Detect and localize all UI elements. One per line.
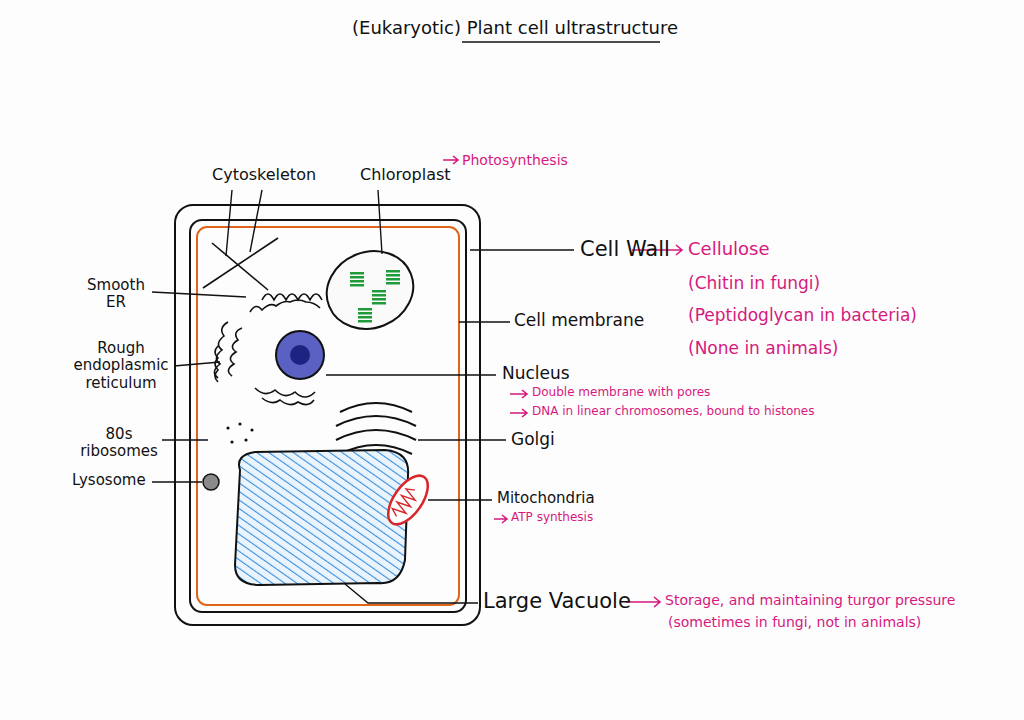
function-note: (sometimes in fungi, not in animals) (668, 614, 921, 630)
nucleus (276, 331, 324, 379)
cell-membrane (197, 227, 459, 605)
mitochondrion (380, 469, 435, 531)
part-label: Nucleus (502, 364, 570, 384)
function-note: Photosynthesis (462, 152, 568, 168)
chloroplast (315, 238, 425, 341)
part-label: Mitochondria (497, 490, 595, 507)
vacuole-hatching (230, 445, 415, 590)
part-label: 80s ribosomes (76, 426, 162, 461)
leader-lines (152, 190, 574, 603)
nucleolus (290, 345, 310, 365)
cell-wall-outer (175, 205, 480, 625)
function-note: ATP synthesis (511, 511, 593, 525)
part-label: Golgi (511, 430, 555, 450)
grana (350, 270, 400, 323)
function-note: Cellulose (688, 239, 770, 260)
function-note: Storage, and maintaining turgor pressure (665, 592, 955, 608)
part-label: Lysosome (72, 472, 146, 489)
cytoskeleton (203, 238, 278, 290)
cell-wall-inner (190, 220, 466, 612)
function-note: (Peptidoglycan in bacteria) (688, 306, 917, 326)
title: (Eukaryotic) Plant cell ultrastructure (352, 18, 678, 39)
ribosomes (226, 422, 253, 443)
pink-arrows (443, 156, 682, 607)
part-label: Smooth ER (80, 277, 152, 312)
part-label: Large Vacuole (483, 589, 631, 613)
golgi (336, 403, 416, 454)
large-vacuole (235, 450, 408, 585)
function-note: DNA in linear chromosomes, bound to hist… (532, 405, 815, 419)
function-note: (None in animals) (688, 339, 838, 359)
part-label: Rough endoplasmic reticulum (68, 340, 174, 392)
part-label: Cytoskeleton (212, 166, 316, 184)
part-label: Cell Wall (580, 237, 670, 261)
endoplasmic-reticulum (214, 294, 322, 405)
function-note: Double membrane with pores (532, 386, 710, 400)
part-label: Chloroplast (360, 166, 451, 184)
function-note: (Chitin in fungi) (688, 274, 820, 294)
part-label: Cell membrane (514, 311, 644, 331)
title-underline (462, 41, 660, 42)
lysosome (203, 474, 219, 490)
